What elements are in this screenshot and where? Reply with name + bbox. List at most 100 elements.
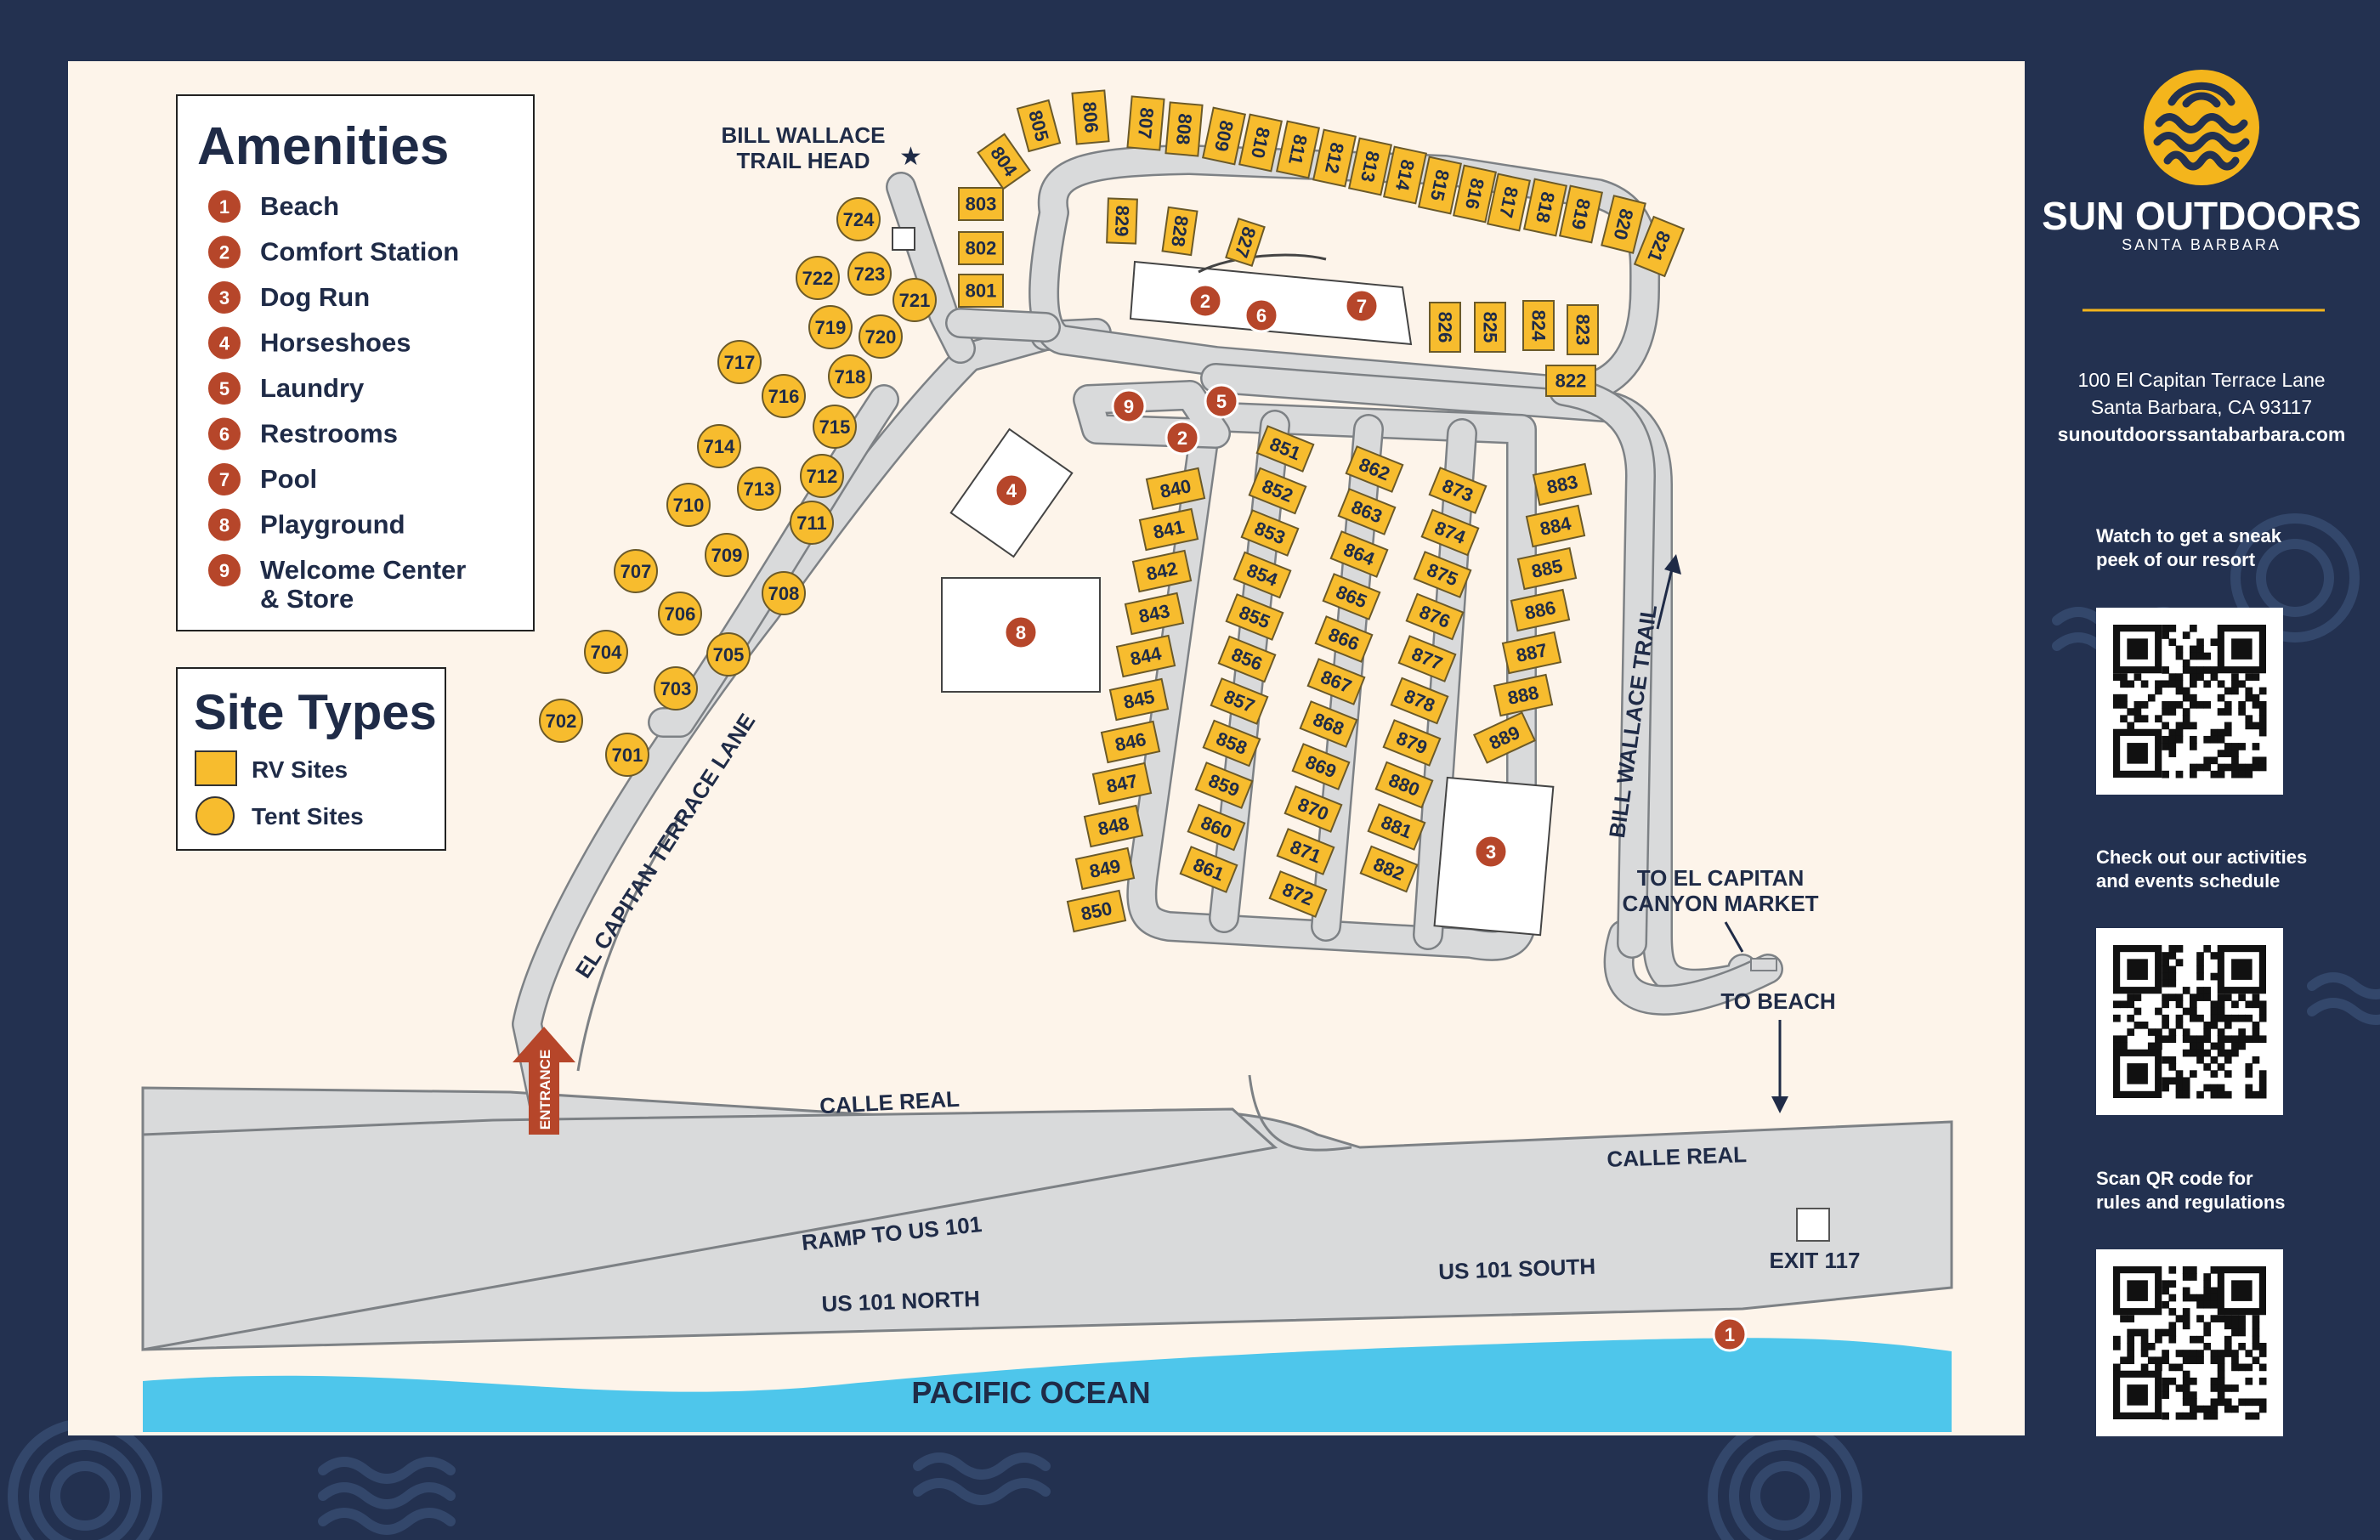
rv-site[interactable]: 846: [1100, 720, 1161, 764]
rv-site[interactable]: 872: [1268, 870, 1328, 918]
rv-site[interactable]: 868: [1299, 700, 1358, 748]
rv-site[interactable]: 829: [1106, 197, 1138, 245]
rv-site[interactable]: 881: [1367, 803, 1426, 851]
rv-site[interactable]: 876: [1405, 592, 1465, 641]
rv-site[interactable]: 845: [1108, 677, 1170, 722]
tent-site[interactable]: 717: [717, 340, 762, 384]
rv-site[interactable]: 867: [1306, 658, 1366, 705]
tent-site[interactable]: 702: [539, 699, 583, 743]
rv-site[interactable]: 842: [1131, 549, 1193, 593]
amenity-marker[interactable]: 1: [1712, 1316, 1748, 1352]
rv-site[interactable]: 809: [1201, 106, 1247, 166]
rv-site[interactable]: 807: [1126, 95, 1165, 151]
tent-site[interactable]: 708: [762, 571, 806, 615]
rv-site[interactable]: 813: [1347, 137, 1393, 196]
rv-site[interactable]: 810: [1238, 113, 1284, 173]
rv-site[interactable]: 818: [1522, 178, 1568, 237]
rv-site[interactable]: 864: [1329, 530, 1389, 578]
rv-site[interactable]: 808: [1164, 101, 1204, 157]
tent-site[interactable]: 705: [706, 632, 751, 677]
tent-site[interactable]: 703: [654, 666, 698, 711]
tent-site[interactable]: 714: [697, 424, 741, 468]
rv-site[interactable]: 806: [1071, 89, 1110, 145]
rv-site[interactable]: 811: [1275, 120, 1321, 179]
rv-site[interactable]: 860: [1187, 803, 1246, 852]
rv-site[interactable]: 801: [958, 274, 1004, 308]
rv-site[interactable]: 875: [1413, 551, 1472, 598]
rv-site[interactable]: 817: [1486, 173, 1532, 232]
qr-code[interactable]: [2096, 928, 2283, 1115]
tent-site[interactable]: 721: [892, 278, 937, 322]
rv-site[interactable]: 857: [1210, 677, 1269, 725]
rv-site[interactable]: 884: [1525, 504, 1586, 548]
amenity-marker[interactable]: 8: [1003, 614, 1039, 650]
amenity-marker[interactable]: 3: [1473, 834, 1509, 869]
rv-site[interactable]: 814: [1382, 145, 1428, 205]
tent-site[interactable]: 722: [796, 256, 840, 300]
tent-site[interactable]: 720: [858, 314, 903, 359]
rv-site[interactable]: 886: [1510, 588, 1571, 632]
rv-site[interactable]: 849: [1074, 846, 1136, 891]
rv-site[interactable]: 874: [1420, 508, 1480, 557]
rv-site[interactable]: 866: [1314, 615, 1374, 663]
rv-site[interactable]: 852: [1248, 467, 1307, 515]
tent-site[interactable]: 718: [828, 354, 872, 399]
amenity-marker[interactable]: 4: [994, 473, 1029, 508]
amenity-marker[interactable]: 2: [1187, 283, 1223, 319]
rv-site[interactable]: 812: [1312, 128, 1357, 188]
rv-site[interactable]: 861: [1179, 846, 1238, 893]
tent-site[interactable]: 715: [813, 405, 857, 449]
tent-site[interactable]: 723: [847, 252, 892, 296]
tent-site[interactable]: 713: [737, 467, 781, 511]
rv-site[interactable]: 869: [1291, 743, 1351, 790]
rv-site[interactable]: 825: [1474, 302, 1506, 353]
rv-site[interactable]: 887: [1501, 631, 1562, 675]
rv-site[interactable]: 841: [1138, 507, 1199, 552]
rv-site[interactable]: 844: [1115, 634, 1176, 678]
rv-site[interactable]: 816: [1452, 164, 1498, 224]
tent-site[interactable]: 707: [614, 549, 658, 593]
rv-site[interactable]: 873: [1428, 467, 1488, 514]
rv-site[interactable]: 820: [1601, 195, 1646, 254]
rv-site[interactable]: 823: [1567, 304, 1599, 355]
amenity-marker[interactable]: 7: [1344, 288, 1380, 324]
rv-site[interactable]: 885: [1516, 546, 1578, 591]
website-link[interactable]: sunoutdoorssantabarbara.com: [2058, 423, 2346, 445]
rv-site[interactable]: 815: [1417, 156, 1463, 215]
tent-site[interactable]: 724: [836, 197, 881, 241]
rv-site[interactable]: 803: [958, 187, 1004, 221]
tent-site[interactable]: 704: [584, 630, 628, 674]
rv-site[interactable]: 822: [1545, 365, 1596, 397]
rv-site[interactable]: 843: [1124, 592, 1185, 636]
rv-site[interactable]: 858: [1202, 719, 1261, 767]
tent-site[interactable]: 716: [762, 374, 806, 418]
rv-site[interactable]: 850: [1066, 889, 1127, 933]
qr-code[interactable]: [2096, 608, 2283, 795]
rv-site[interactable]: 880: [1374, 761, 1434, 809]
rv-site[interactable]: 870: [1284, 785, 1343, 833]
rv-site[interactable]: 883: [1532, 462, 1593, 507]
rv-site[interactable]: 821: [1633, 215, 1686, 278]
rv-site[interactable]: 889: [1472, 711, 1537, 764]
rv-site[interactable]: 856: [1217, 635, 1277, 683]
amenity-marker[interactable]: 5: [1204, 383, 1239, 419]
rv-site[interactable]: 847: [1091, 762, 1153, 806]
rv-site[interactable]: 888: [1493, 673, 1554, 717]
rv-site[interactable]: 877: [1397, 635, 1457, 682]
rv-site[interactable]: 819: [1558, 184, 1604, 244]
rv-site[interactable]: 840: [1145, 467, 1206, 511]
amenity-marker[interactable]: 6: [1244, 297, 1279, 333]
amenity-marker[interactable]: 2: [1164, 420, 1200, 456]
tent-site[interactable]: 712: [800, 454, 844, 498]
rv-site[interactable]: 826: [1429, 302, 1461, 353]
tent-site[interactable]: 701: [605, 733, 649, 777]
rv-site[interactable]: 824: [1522, 300, 1555, 351]
rv-site[interactable]: 827: [1225, 217, 1266, 268]
rv-site[interactable]: 871: [1276, 828, 1335, 875]
rv-site[interactable]: 828: [1161, 206, 1198, 257]
rv-site[interactable]: 848: [1083, 804, 1144, 848]
amenity-marker[interactable]: 9: [1111, 388, 1147, 424]
rv-site[interactable]: 859: [1194, 762, 1254, 809]
tent-site[interactable]: 719: [808, 305, 853, 349]
rv-site[interactable]: 865: [1322, 573, 1381, 620]
